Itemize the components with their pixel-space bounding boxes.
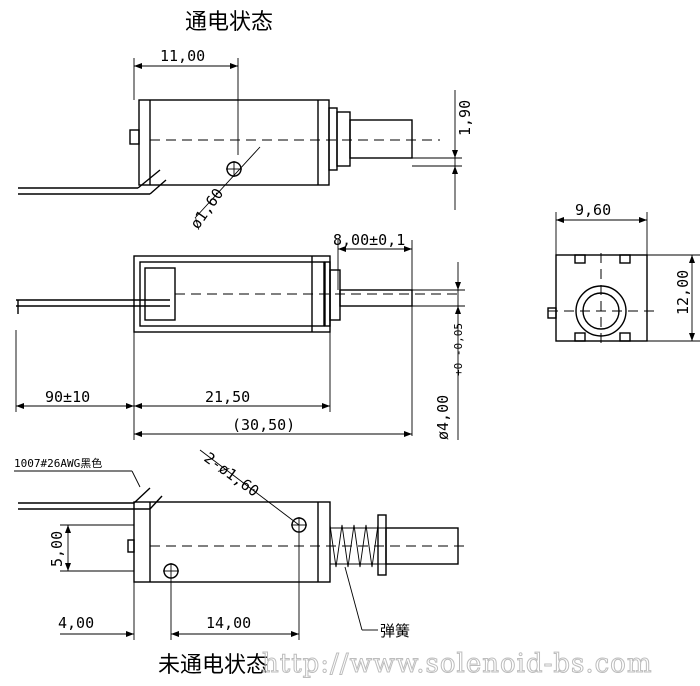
watermark-url: http://www.solenoid-bs.com bbox=[262, 649, 652, 679]
dim-lead-length: 90±10 bbox=[45, 388, 90, 406]
dim-plunger-dia-tol: +0 -0,05 bbox=[452, 323, 465, 376]
dim-top-stroke: 1,90 bbox=[456, 100, 474, 136]
dim-plunger-length: 8,00±0,1 bbox=[333, 231, 405, 249]
dim-total-length: (30,50) bbox=[232, 416, 295, 434]
dim-hole-offset: 4,00 bbox=[58, 614, 94, 632]
dim-end-height: 12,00 bbox=[674, 270, 692, 315]
label-spring: 弹簧 bbox=[380, 622, 410, 640]
view-de-energized: 1007#26AWG黑色 2-ø1,60 5,00 bbox=[14, 449, 470, 640]
label-holes: 2-ø1,60 bbox=[201, 449, 263, 501]
dim-hole-height: 5,00 bbox=[48, 531, 66, 567]
label-wire-spec: 1007#26AWG黑色 bbox=[14, 456, 102, 470]
dim-body-length: 21,50 bbox=[205, 388, 250, 406]
view-energized-side: 8,00±0,1 ø4,00 +0 -0,05 90±10 21,50 (30,… bbox=[15, 231, 465, 440]
dim-hole-pitch: 14,00 bbox=[206, 614, 251, 632]
view-energized-top: 11,00 ø1,60 1,90 bbox=[18, 47, 474, 232]
title-de-energized: 未通电状态 bbox=[158, 653, 268, 678]
view-end: 9,60 12,00 bbox=[547, 201, 700, 343]
dim-top-width: 11,00 bbox=[160, 47, 205, 65]
dim-plunger-dia: ø4,00 bbox=[434, 395, 452, 440]
dim-end-width: 9,60 bbox=[575, 201, 611, 219]
dim-top-hole: ø1,60 bbox=[187, 185, 228, 232]
title-energized: 通电状态 bbox=[185, 10, 273, 35]
